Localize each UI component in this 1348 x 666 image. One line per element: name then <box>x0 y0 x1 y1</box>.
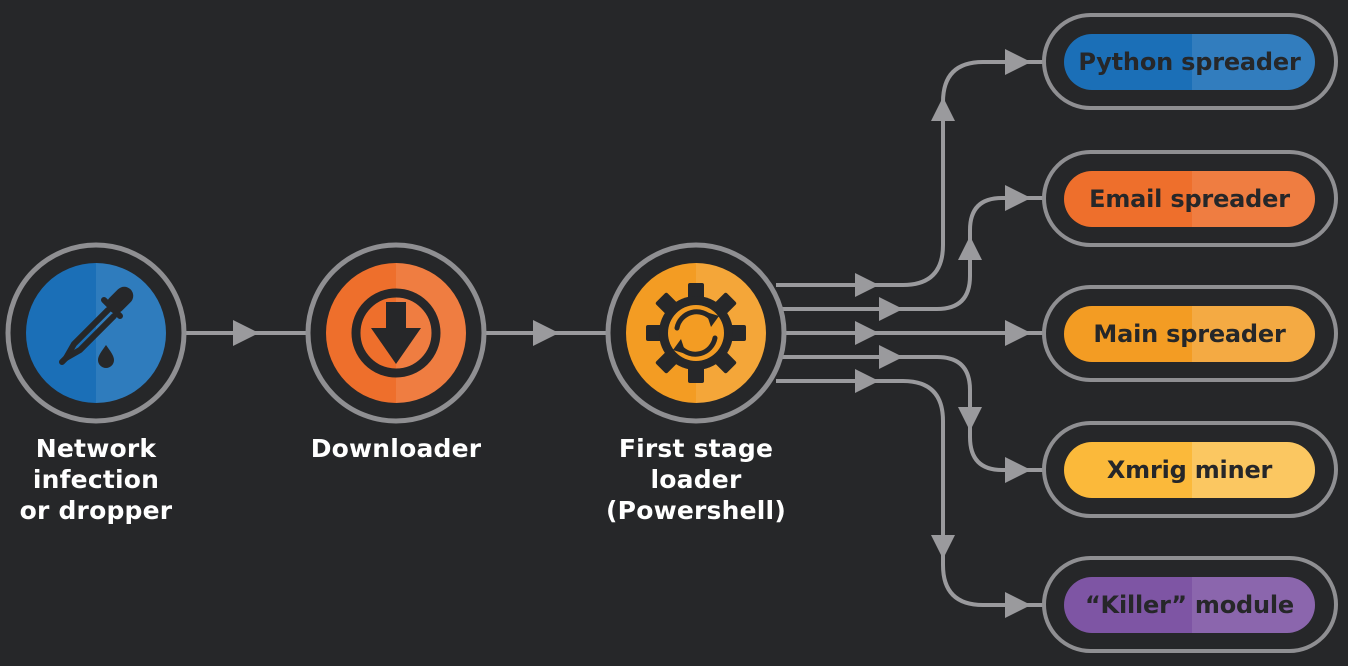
module-label-main-spreader: Main spreader <box>1093 320 1286 348</box>
arrow-head <box>855 369 879 393</box>
stage-first-stage-loader <box>605 242 787 424</box>
arrow-head <box>855 273 879 297</box>
arrow-head <box>1005 592 1031 618</box>
dropper-icon <box>59 286 134 368</box>
module-xmrig-miner <box>1042 421 1338 518</box>
module-label-email-spreader: Email spreader <box>1089 185 1290 213</box>
module-pill <box>1064 171 1315 227</box>
branch-connectors <box>776 60 1044 607</box>
module-label-killer-module: “Killer” module <box>1084 591 1294 619</box>
branch-to-python-spreader <box>776 60 1044 287</box>
module-pill <box>1064 306 1315 362</box>
module-pill-highlight <box>1192 442 1315 498</box>
module-pill <box>1064 34 1315 90</box>
module-python-spreader <box>1042 13 1338 110</box>
module-email-spreader <box>1042 150 1338 247</box>
arrow-head <box>1005 49 1031 75</box>
branch-to-email-spreader <box>780 196 1044 311</box>
module-pill <box>1064 577 1315 633</box>
arrow-head <box>931 97 955 121</box>
module-pill-highlight <box>1192 171 1315 227</box>
module-main-spreader <box>1042 285 1338 382</box>
stage-label-downloader: Downloader <box>310 434 482 463</box>
module-pill-highlight <box>1192 306 1315 362</box>
stage-label-network-infection: Network infection or dropper <box>19 434 173 525</box>
arrow-head <box>931 535 955 559</box>
arrow-head <box>879 297 903 321</box>
arrow-head <box>533 320 559 346</box>
arrow-head <box>1005 185 1031 211</box>
arrow-head <box>958 407 982 431</box>
module-pill <box>1064 442 1315 498</box>
stage-downloader <box>305 242 487 424</box>
module-label-xmrig-miner: Xmrig miner <box>1106 456 1273 484</box>
module-killer-module <box>1042 556 1338 653</box>
arrow-head <box>958 236 982 260</box>
arrow-head <box>1005 320 1031 346</box>
arrow-head <box>233 320 259 346</box>
module-label-python-spreader: Python spreader <box>1078 48 1301 76</box>
module-pill-highlight <box>1192 34 1315 90</box>
module-pill-highlight <box>1192 577 1315 633</box>
download-arrow-icon <box>351 288 441 378</box>
stage-network-infection <box>5 242 187 424</box>
arrow-head <box>855 321 879 345</box>
branch-to-xmrig-miner <box>780 355 1044 472</box>
stage-connector-arrows <box>233 320 559 346</box>
arrow-head <box>879 345 903 369</box>
stage-label-first-stage-loader: First stage loader (Powershell) <box>606 434 786 525</box>
gear-cycle-icon <box>646 283 746 383</box>
branch-arrows <box>855 49 1031 618</box>
branch-to-killer-module <box>776 379 1044 607</box>
arrow-head <box>1005 457 1031 483</box>
